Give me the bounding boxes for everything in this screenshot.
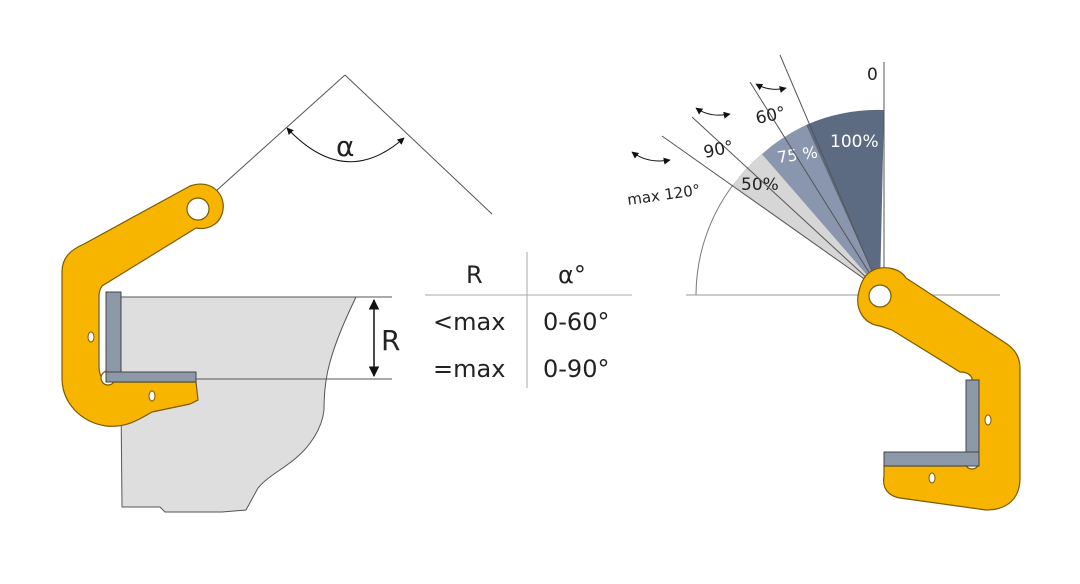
ray-90 <box>749 81 881 291</box>
sector-75 <box>762 125 880 290</box>
angle-table: R α° <max 0-60° =max 0-90° <box>425 252 632 388</box>
angle-label-90: 90° <box>702 137 736 163</box>
angle-arc-120 <box>631 151 671 165</box>
clamp-shackle-hole <box>186 197 210 221</box>
table-header-angle: α° <box>558 261 586 289</box>
max-angle-arc <box>695 184 734 296</box>
alpha-arc <box>286 127 405 163</box>
jaw-pad-vertical <box>105 291 122 375</box>
jaw-pad-horizontal-right <box>883 451 980 467</box>
angle-label-60: 60° <box>754 103 788 129</box>
angle-arc-60 <box>755 83 787 93</box>
angle-arc-90 <box>695 107 731 119</box>
r-dimension-label: R <box>381 324 400 357</box>
sling-line-left <box>195 74 346 210</box>
right-capacity-illustration: 100% 75 % 50% 0 60° 90° max 120° <box>626 54 1021 511</box>
sector-label-100: 100% <box>830 132 879 152</box>
table-cell-angle: 0-90° <box>543 355 609 383</box>
ray-60 <box>779 54 881 291</box>
sector-100 <box>806 109 884 291</box>
clamp-shackle-hole-right <box>868 284 892 308</box>
clamp-rivet <box>87 331 95 343</box>
sector-label-50: 50% <box>741 175 779 195</box>
clamp-rivet <box>984 414 992 426</box>
jaw-pad-horizontal <box>105 371 197 383</box>
table-cell-r: =max <box>433 355 505 383</box>
clamp-rivet <box>928 472 936 484</box>
clamp-rivet <box>148 390 156 402</box>
table-cell-r: <max <box>433 308 505 336</box>
angle-label-max120: max 120° <box>626 181 701 209</box>
sling-line-right <box>344 74 493 215</box>
ray-120 <box>691 116 881 291</box>
ray-max <box>661 135 881 291</box>
left-clamp-illustration: α R <box>61 74 493 513</box>
table-cell-angle: 0-60° <box>543 308 609 336</box>
alpha-symbol: α <box>336 130 354 163</box>
angle-label-zero: 0 <box>867 65 878 85</box>
table-header-r: R <box>466 261 483 289</box>
steel-plate <box>108 296 357 513</box>
